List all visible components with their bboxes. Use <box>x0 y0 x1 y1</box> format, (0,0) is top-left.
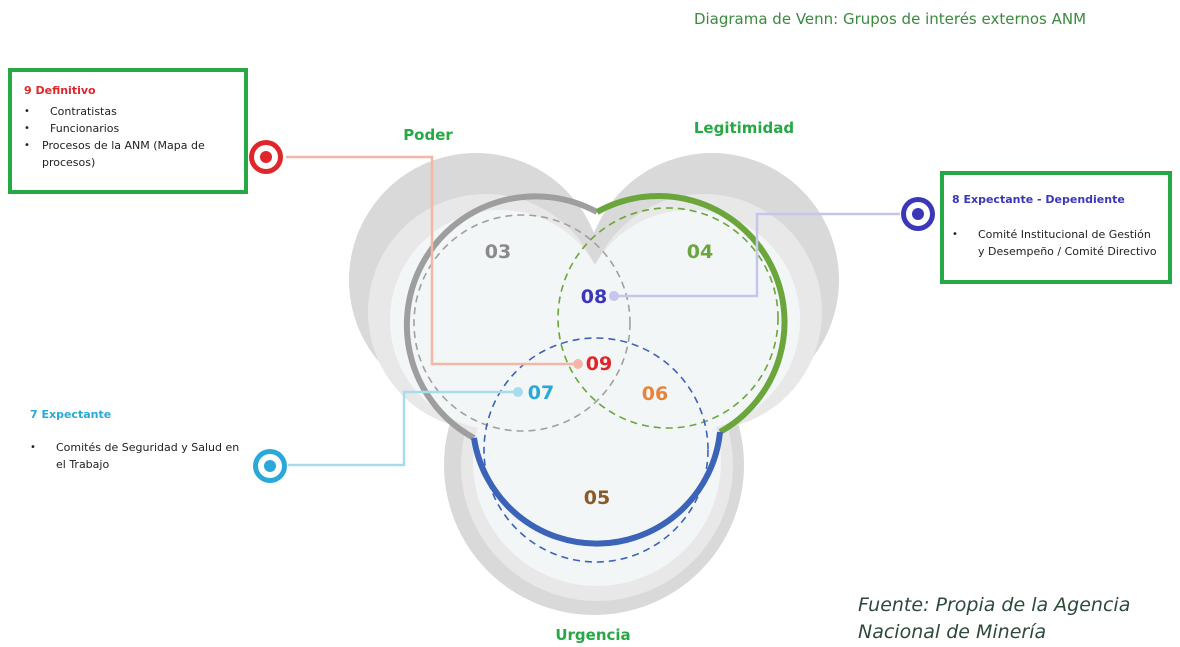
list-item: Procesos de la ANM (Mapa de procesos) <box>24 137 230 171</box>
list-item: Comité Institucional de Gestión y Desemp… <box>952 226 1160 260</box>
definitivo-title: 9 Definitivo <box>24 84 96 97</box>
expectante-dependiente-list: Comité Institucional de Gestión y Desemp… <box>952 226 1160 260</box>
definitivo-list: Contratistas Funcionarios Procesos de la… <box>24 103 230 171</box>
set-label-urgencia: Urgencia <box>555 626 630 644</box>
legitimidad-arc <box>595 192 788 435</box>
expectante-connector <box>288 390 518 467</box>
expectante-target-icon <box>253 449 287 483</box>
source-caption: Fuente: Propia de la Agencia Nacional de… <box>858 592 1178 646</box>
set-label-legitimidad: Legitimidad <box>694 119 794 137</box>
region-08: 08 <box>581 286 607 308</box>
expectante-list: Comités de Seguridad y Salud en el Traba… <box>30 439 250 473</box>
list-item: Contratistas <box>24 103 230 120</box>
legitimidad-dashed-circle <box>557 207 779 429</box>
list-item: Comités de Seguridad y Salud en el Traba… <box>30 439 250 473</box>
urgencia-dashed-circle <box>483 337 709 563</box>
region-04: 04 <box>687 241 713 263</box>
region-06: 06 <box>642 383 668 405</box>
region-05: 05 <box>584 487 610 509</box>
definitivo-box: 9 Definitivo Contratistas Funcionarios P… <box>8 68 248 194</box>
expectante-note: 7 Expectante Comités de Seguridad y Salu… <box>30 408 250 473</box>
poder-arc <box>403 193 599 441</box>
expectante-dependiente-box: 8 Expectante - Dependiente Comité Instit… <box>940 171 1172 284</box>
region-03: 03 <box>485 241 511 263</box>
venn-fill <box>390 210 800 586</box>
set-label-poder: Poder <box>403 126 453 144</box>
definitivo-connector <box>286 155 578 366</box>
list-item: Funcionarios <box>24 120 230 137</box>
expectante-dependiente-target-icon <box>901 197 935 231</box>
definitivo-target-icon <box>249 140 283 174</box>
expectante-connector-dot <box>513 387 523 397</box>
source-line-1: Fuente: Propia de la Agencia <box>858 594 1131 616</box>
region-09: 09 <box>586 353 612 375</box>
definitivo-connector-dot <box>573 359 583 369</box>
expectante-dependiente-title: 8 Expectante - Dependiente <box>952 193 1125 206</box>
source-line-2: Nacional de Minería <box>858 621 1047 643</box>
poder-dashed-circle <box>413 214 631 432</box>
expectante-dependiente-connector-dot <box>609 291 619 301</box>
expectante-dependiente-connector <box>618 212 900 298</box>
urgencia-arc <box>471 431 723 547</box>
expectante-title: 7 Expectante <box>30 408 112 421</box>
region-07: 07 <box>528 382 554 404</box>
diagram-title: Diagrama de Venn: Grupos de interés exte… <box>693 10 1087 28</box>
